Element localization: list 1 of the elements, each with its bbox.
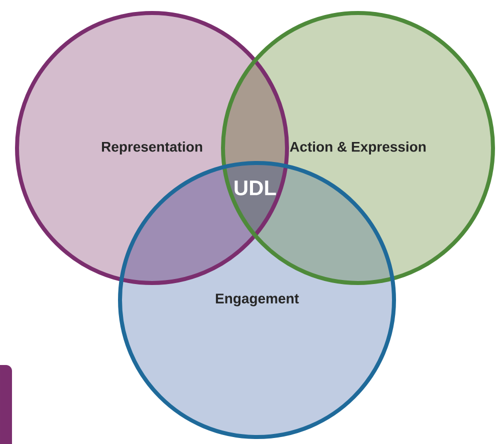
center-label: UDL	[234, 180, 276, 196]
